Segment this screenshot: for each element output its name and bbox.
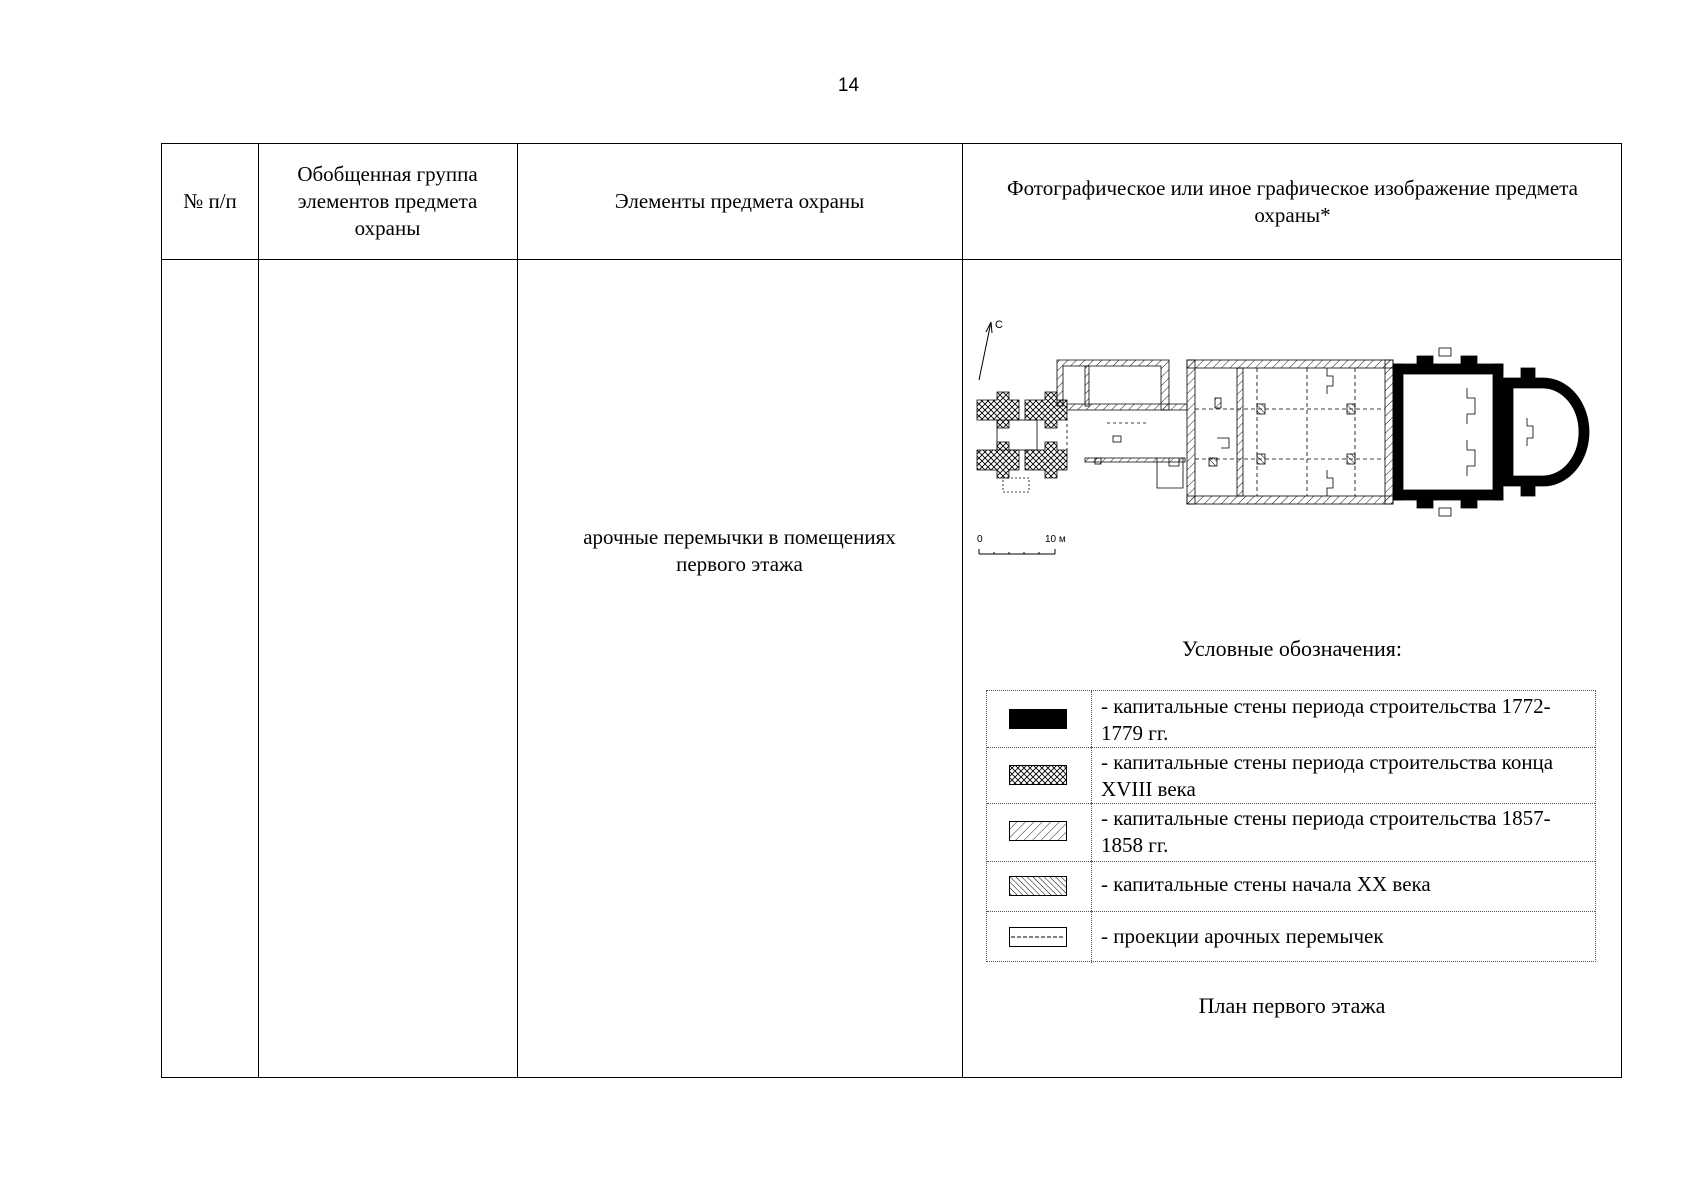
sanctuary xyxy=(1392,347,1590,517)
legend-title: Условные обозначения: xyxy=(1181,636,1403,661)
column-divider xyxy=(517,144,518,1077)
row-num xyxy=(162,259,258,1077)
figure-caption: План первого этажа xyxy=(1198,993,1386,1018)
legend-swatch-cell xyxy=(987,911,1092,963)
legend-swatch-cell xyxy=(987,861,1092,911)
header-num: № п/п xyxy=(183,189,237,214)
floor-plan: С 0 10 м xyxy=(967,308,1622,568)
column-divider xyxy=(258,144,259,1077)
scale-start-label: 0 xyxy=(977,534,983,545)
legend-label: - капитальные стены периода строительств… xyxy=(1101,694,1551,745)
legend-row: - капитальные стены периода строительств… xyxy=(987,691,1595,748)
north-label: С xyxy=(995,319,1003,331)
protection-table: № п/п Обобщенная группа элементов предме… xyxy=(161,143,1622,1078)
west-towers xyxy=(976,391,1068,493)
row-elements: арочные перемычки в помещениях первого э… xyxy=(583,525,896,576)
row-group xyxy=(258,259,517,1077)
legend-swatch-cell xyxy=(987,691,1092,747)
legend-row: - проекции арочных перемычек xyxy=(987,911,1595,963)
scale-bar xyxy=(978,549,1056,555)
diagonal-hatch-swatch xyxy=(1009,821,1067,841)
scale-end-label: 10 м xyxy=(1045,534,1066,545)
legend-label: - капитальные стены периода строительств… xyxy=(1101,806,1551,857)
refectory xyxy=(1056,359,1188,489)
header-group: Обобщенная группа элементов предмета охр… xyxy=(297,162,478,240)
nave xyxy=(1186,359,1394,505)
north-arrow xyxy=(978,321,993,381)
legend-row: - капитальные стены периода строительств… xyxy=(987,747,1595,804)
legend-row: - капитальные стены начала XX века xyxy=(987,861,1595,912)
legend-label: - капитальные стены периода строительств… xyxy=(1101,750,1554,801)
legend-label: - проекции арочных перемычек xyxy=(1101,924,1384,948)
floor-plan-drawing: С 0 10 м xyxy=(976,319,1590,555)
cross-hatch-swatch xyxy=(1009,765,1067,785)
legend-swatch-cell xyxy=(987,747,1092,803)
arch-projection-swatch xyxy=(1009,927,1067,947)
column-divider xyxy=(962,144,963,1077)
legend-label: - капитальные стены начала XX века xyxy=(1101,872,1431,896)
legend-row: - капитальные стены периода строительств… xyxy=(987,803,1595,862)
header-divider xyxy=(162,259,1621,260)
header-image: Фотографическое или иное графическое изо… xyxy=(1006,175,1578,227)
dense-hatch-swatch xyxy=(1009,876,1067,896)
legend-swatch-cell xyxy=(987,803,1092,861)
legend-table: - капитальные стены периода строительств… xyxy=(986,690,1596,963)
page-number: 14 xyxy=(837,75,860,96)
solid-black-swatch xyxy=(1009,709,1067,729)
header-elements: Элементы предмета охраны xyxy=(614,189,865,214)
